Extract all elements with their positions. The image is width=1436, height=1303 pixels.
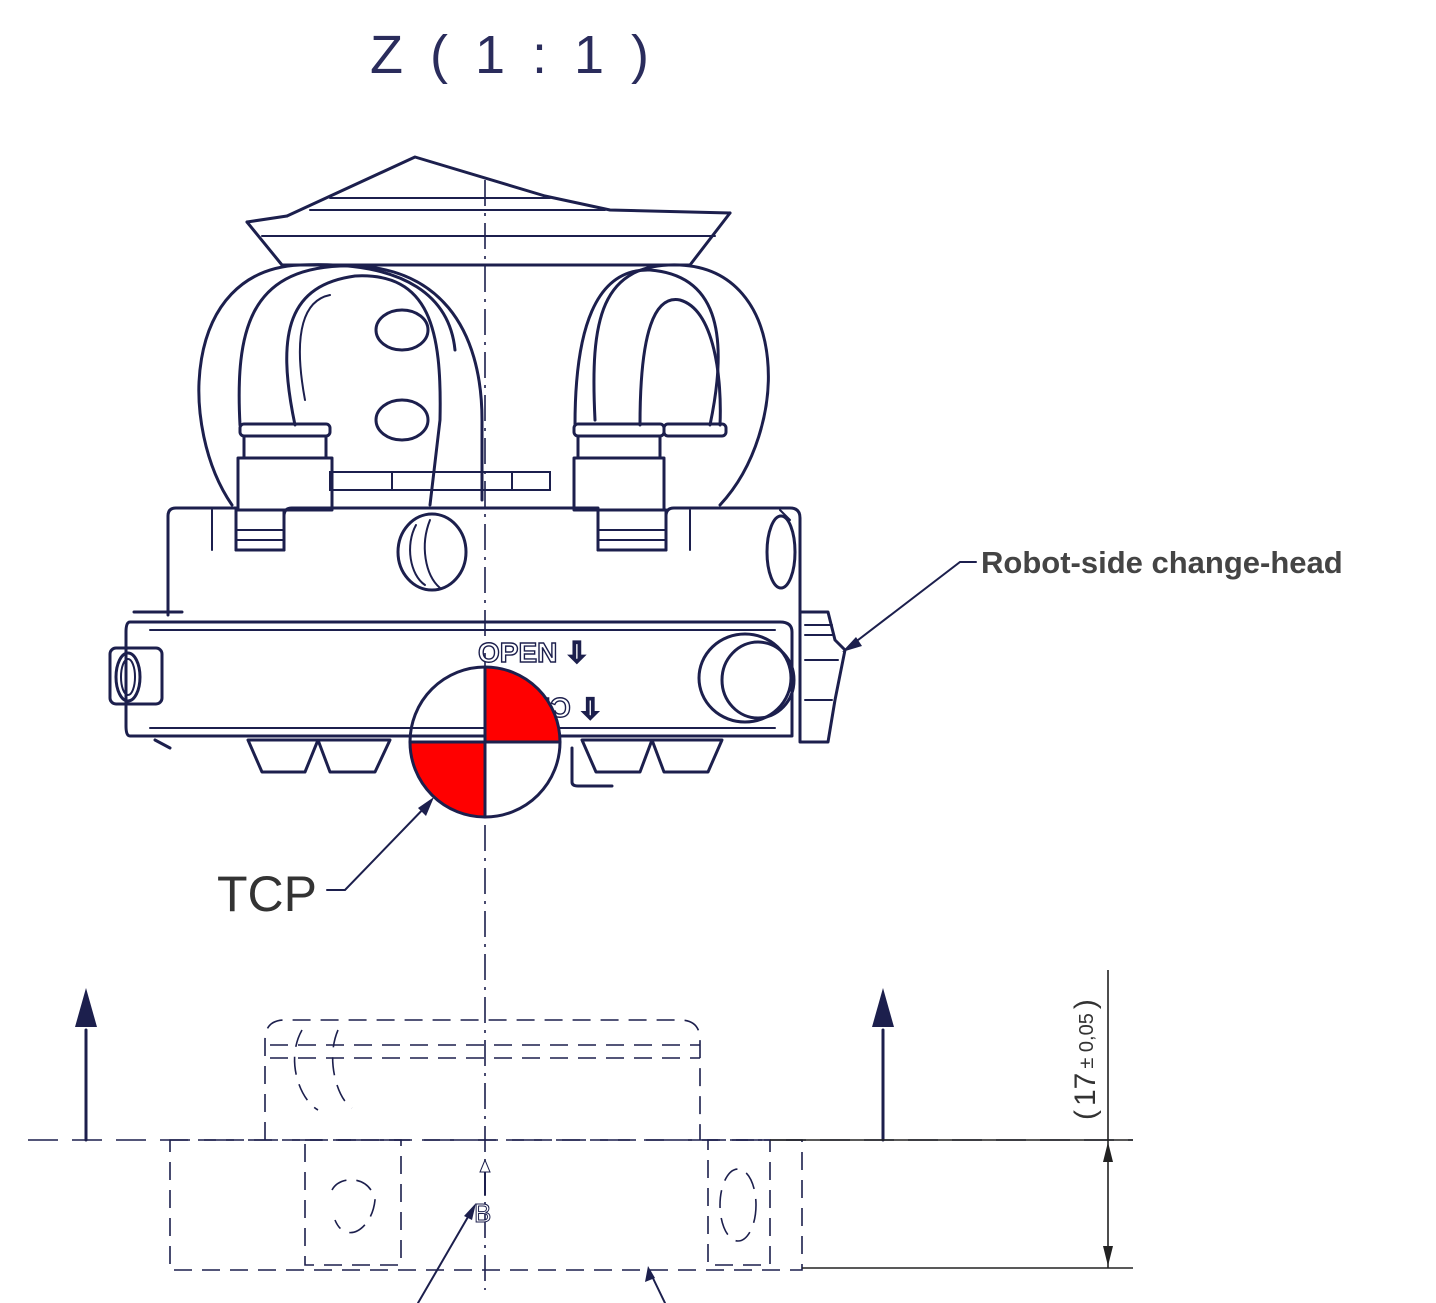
body-block [166,506,802,617]
height-dimension [770,970,1133,1269]
middle-plate [329,471,551,491]
dimension-tolerance: ± 0,05 [1076,1013,1098,1068]
datum-b-label: B [474,1198,491,1228]
tcp-symbol [408,665,562,819]
robot-side-leader [842,561,977,652]
dimension-close-paren: ) [1069,999,1102,1009]
view-title: Z ( 1 : 1 ) [370,25,655,85]
right-hose [573,263,770,507]
tcp-leader [326,797,434,891]
tcp-quadrant-bottom-left [410,742,485,817]
bottom-feet [246,738,724,788]
reference-arrows [75,988,894,1142]
tcp-label: TCP [217,866,317,922]
lower-bar [108,610,847,750]
dimension-value: 17 [1069,1073,1102,1106]
top-cap [245,155,732,267]
dimension-text: (17 ± 0,05) [1069,999,1102,1120]
svg-text:(17± 0,05): (17 ± 0,05) [1069,999,1102,1120]
hidden-view [28,1019,1133,1271]
dimension-open-paren: ( [1069,1110,1102,1120]
engraving-open: OPEN ⇩ [478,637,589,668]
robot-side-change-head-label: Robot-side change-head [981,545,1343,580]
tcp-quadrant-top-right [485,667,560,742]
bottom-leaders [417,1203,666,1303]
left-hose [197,263,484,507]
